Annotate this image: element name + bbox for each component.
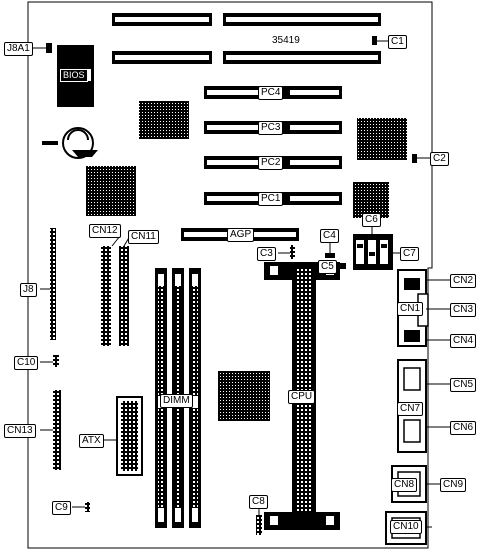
chipsets [86,101,407,421]
label-c2: C2 [430,152,449,166]
label-cn2: CN2 [450,274,477,288]
label-cn1: CN1 [397,302,424,316]
board-outline [27,1,433,549]
label-c9: C9 [52,501,71,515]
label-cn10: CN10 [390,520,422,534]
label-cn4: CN4 [450,334,477,348]
label-pc4: PC4 [258,86,284,100]
label-c10: C10 [14,356,39,370]
label-agp: AGP [227,228,255,242]
label-j8a1: J8A1 [4,42,33,56]
label-cpu: CPU [288,390,316,404]
label-c7: C7 [400,247,419,261]
atx-connector [116,396,143,476]
label-j8: J8 [20,283,37,297]
label-c3: C3 [257,247,276,261]
label-cn13: CN13 [4,424,36,438]
label-cn5: CN5 [450,378,477,392]
label-c6: C6 [362,213,381,227]
label-dimm: DIMM [160,394,193,408]
cn13-header [53,390,61,470]
label-pc2: PC2 [258,156,284,170]
label-cn3: CN3 [450,303,477,317]
label-pc1: PC1 [258,192,284,206]
label-pc3: PC3 [258,121,284,135]
label-c8: C8 [249,495,268,509]
label-c4: C4 [320,229,339,243]
battery [42,127,98,159]
j8-header [50,228,56,340]
label-cn12: CN12 [89,224,121,238]
c6-c7-jumper-block [353,234,393,270]
label-cn11: CN11 [128,230,159,244]
board-number: 35419 [272,35,300,46]
label-cn7: CN7 [397,402,424,416]
label-c1: C1 [388,35,407,49]
pci-slots [204,86,342,205]
bios-label: BIOS [60,69,88,82]
label-atx: ATX [79,434,104,448]
label-cn8: CN8 [391,478,418,492]
label-c5: C5 [318,260,337,274]
cn11-cn12-headers [101,246,129,346]
top-slots [112,13,381,64]
label-cn6: CN6 [450,421,477,435]
label-cn9: CN9 [440,478,467,492]
leader-lines [32,40,450,528]
